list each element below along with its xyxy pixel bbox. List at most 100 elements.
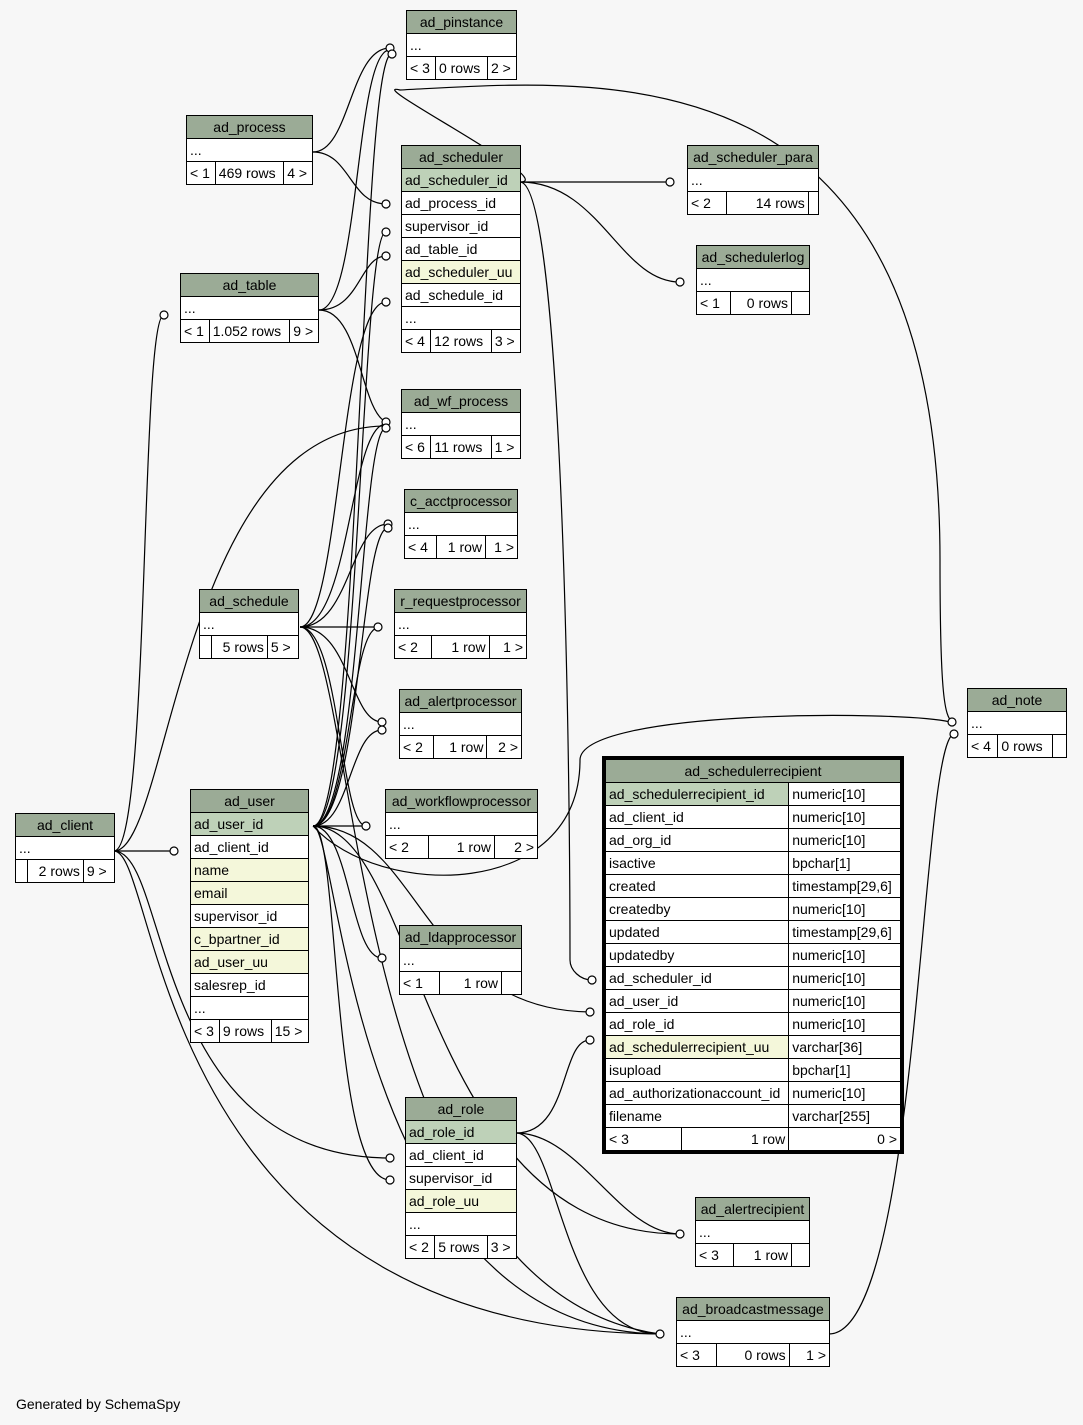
table-column: ad_client_id: [190, 835, 309, 859]
parents-count: < 4: [400, 329, 432, 353]
column-name: ad_org_id: [604, 828, 790, 852]
row-count: 469 rows: [214, 161, 285, 185]
table-ad-scheduler[interactable]: ad_scheduler ad_scheduler_id ad_process_…: [400, 145, 522, 353]
children-count: 2 >: [486, 735, 522, 759]
children-count: 9 >: [82, 859, 116, 883]
table-title[interactable]: ad_workflowprocessor: [385, 789, 538, 813]
table-title[interactable]: ad_scheduler_para: [687, 145, 819, 169]
column-type: timestamp[29,6]: [788, 874, 901, 898]
column-type: bpchar[1]: [788, 1058, 901, 1082]
row-count: 0 rows: [434, 56, 489, 80]
table-title[interactable]: c_acctprocessor: [404, 489, 518, 513]
table-column: ...: [399, 948, 522, 972]
generated-by-footer: Generated by SchemaSpy: [16, 1396, 181, 1412]
parents-count: < 2: [686, 191, 728, 215]
table-title[interactable]: ad_role: [405, 1097, 517, 1121]
table-column: ...: [385, 812, 538, 836]
children-count: 4 >: [283, 161, 313, 185]
table-ad-schedulerrecipient[interactable]: ad_schedulerrecipient ad_schedulerrecipi…: [602, 756, 904, 1154]
table-title[interactable]: ad_wf_process: [401, 389, 521, 413]
column-type: numeric[10]: [788, 989, 901, 1013]
parents-count: < 3: [695, 1243, 734, 1267]
row-count: 5 rows: [211, 635, 268, 659]
row-count: 11 rows: [430, 435, 492, 459]
table-column: ad_role_id: [405, 1120, 517, 1144]
table-column: ...: [696, 268, 810, 292]
table-column: supervisor_id: [401, 214, 521, 238]
parents-count: < 4: [404, 535, 437, 559]
table-title[interactable]: ad_user: [190, 789, 309, 813]
column-name: updatedby: [604, 943, 790, 967]
row-count: 1 row: [435, 535, 487, 559]
table-title[interactable]: ad_process: [186, 115, 313, 139]
row-count: 0 rows: [716, 1343, 790, 1367]
table-title[interactable]: ad_schedule: [199, 589, 299, 613]
parents-count: < 6: [400, 435, 432, 459]
column-name: ad_schedulerrecipient_uu: [604, 1035, 790, 1059]
column-name: ad_client_id: [604, 805, 790, 829]
row-count: 1 row: [431, 635, 490, 659]
table-title[interactable]: ad_broadcastmessage: [676, 1297, 830, 1321]
table-title[interactable]: ad_alertrecipient: [695, 1197, 810, 1221]
table-column: ...: [406, 33, 517, 57]
parents-count: [15, 859, 28, 883]
children-count: 1 >: [788, 1343, 831, 1367]
table-title[interactable]: ad_schedulerrecipient: [605, 759, 901, 783]
table-ad-user[interactable]: ad_user ad_user_id ad_client_id name ema…: [190, 789, 310, 1043]
row-count: 1 row: [427, 835, 495, 859]
parents-count: < 3: [605, 1127, 682, 1151]
table-column: salesrep_id: [190, 973, 309, 997]
table-title[interactable]: ad_scheduler: [401, 145, 521, 169]
table-title[interactable]: ad_ldapprocessor: [399, 925, 522, 949]
table-column: ad_user_id: [190, 812, 309, 836]
parents-count: < 3: [190, 1019, 220, 1043]
table-column: ad_scheduler_uu: [401, 260, 521, 284]
table-column: ad_scheduler_id: [401, 168, 521, 192]
row-count: 1 row: [680, 1127, 790, 1151]
children-count: 3 >: [490, 329, 522, 353]
column-name: ad_scheduler_id: [604, 966, 790, 990]
table-title[interactable]: ad_pinstance: [406, 10, 517, 34]
row-count: 12 rows: [430, 329, 492, 353]
column-type: numeric[10]: [788, 1081, 901, 1105]
parents-count: < 2: [398, 735, 435, 759]
table-column: ...: [394, 612, 527, 636]
table-title[interactable]: ad_client: [15, 813, 115, 837]
table-column: email: [190, 881, 309, 905]
table-column: supervisor_id: [190, 904, 309, 928]
table-title[interactable]: ad_schedulerlog: [696, 245, 810, 269]
table-title[interactable]: r_requestprocessor: [394, 589, 527, 613]
table-column: ad_table_id: [401, 237, 521, 261]
column-name: ad_role_id: [604, 1012, 790, 1036]
table-title[interactable]: ad_alertprocessor: [399, 689, 522, 713]
table-title[interactable]: ad_table: [180, 273, 319, 297]
row-count: 1 row: [439, 971, 502, 995]
table-title[interactable]: ad_note: [967, 688, 1067, 712]
children-count: 9 >: [289, 319, 319, 343]
parents-count: < 4: [966, 734, 999, 758]
column-type: varchar[36]: [788, 1035, 901, 1059]
column-type: numeric[10]: [788, 1012, 901, 1036]
children-count: [791, 291, 810, 315]
table-column: ...: [186, 138, 313, 162]
children-count: [501, 971, 522, 995]
table-ad-role[interactable]: ad_role ad_role_id ad_client_id supervis…: [404, 1097, 518, 1259]
table-column: ad_process_id: [401, 191, 521, 215]
row-count: 1.052 rows: [208, 319, 291, 343]
